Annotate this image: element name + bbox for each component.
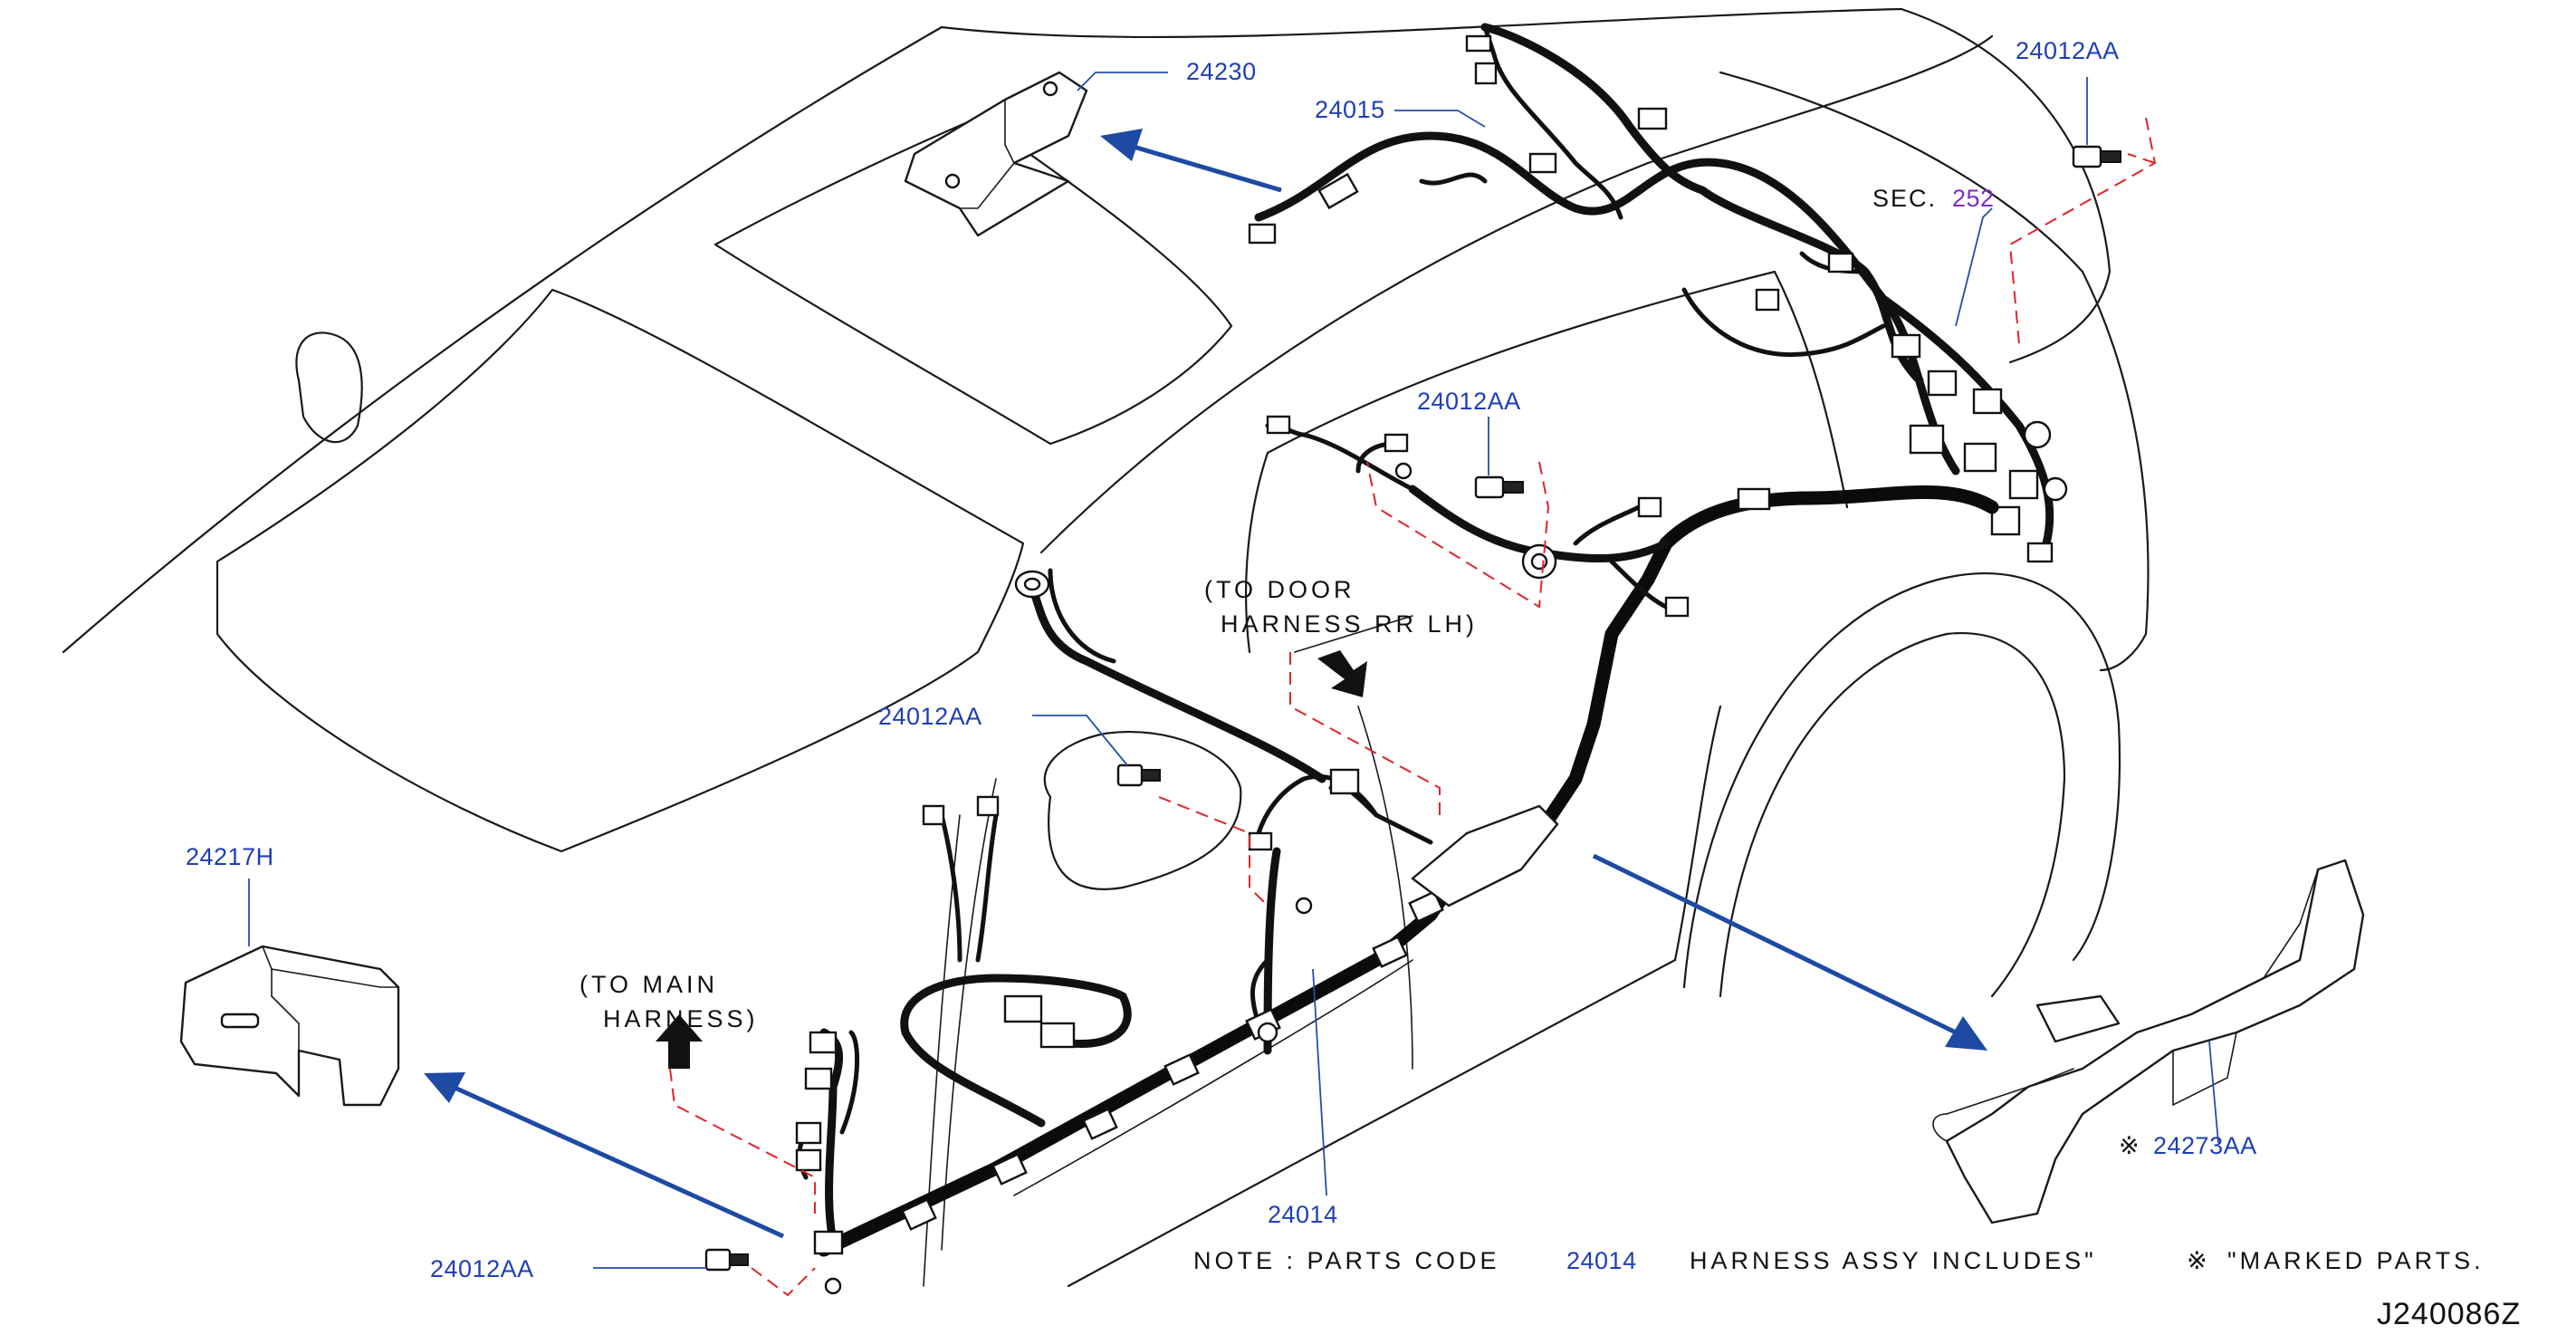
label-sec-252: 252 (1952, 185, 1995, 212)
label-protector-mark: ※ (2119, 1132, 2140, 1159)
leader-lines (248, 72, 2219, 1269)
diagram-code: J240086Z (2377, 1297, 2521, 1331)
arrow-to-bracket-24230 (1100, 129, 1282, 193)
bolt-left-mid (1116, 763, 1161, 787)
label-24217H: 24217H (186, 843, 274, 870)
label-24230: 24230 (1186, 58, 1257, 85)
arrow-to-cover-24217H (424, 1072, 785, 1239)
protector-24273AA (1932, 859, 2365, 1224)
note-mark: ※ (2187, 1247, 2207, 1274)
label-24012AA-bottom-left: 24012AA (430, 1255, 534, 1282)
harness-24015 (1248, 23, 2068, 563)
label-24012AA-mid: 24012AA (1417, 388, 1521, 415)
label-door-line1: (TO DOOR (1204, 576, 1355, 603)
car-body-outline (62, 7, 2150, 1288)
label-24015: 24015 (1315, 96, 1385, 123)
bolt-top-right (2072, 145, 2121, 168)
note-middle: HARNESS ASSY INCLUDES" (1690, 1247, 2097, 1274)
label-24273AA: 24273AA (2153, 1132, 2257, 1159)
cover-24217H (179, 945, 400, 1107)
bolt-mid (1474, 475, 1524, 499)
arrow-to-protector-24273AA (1592, 853, 1987, 1051)
note-suffix: "MARKED PARTS. (2227, 1247, 2485, 1274)
label-main-line2: HARNESS) (603, 1005, 759, 1032)
note-code: 24014 (1566, 1247, 1637, 1274)
dashed-reference-lines (669, 117, 2157, 1297)
bolt-bottom-left (704, 1248, 749, 1272)
label-main-line1: (TO MAIN (579, 971, 718, 998)
main-harness-direction-arrow (656, 1014, 703, 1069)
label-24012AA-top-right: 24012AA (2016, 37, 2120, 64)
bracket-24230 (904, 71, 1088, 237)
harness-24014 (795, 415, 1999, 1295)
label-24014: 24014 (1268, 1201, 1338, 1228)
label-24012AA-left-mid: 24012AA (878, 703, 982, 730)
label-door-line2: HARNESS RR LH) (1221, 610, 1478, 638)
label-sec: SEC. (1872, 185, 1937, 212)
door-direction-arrow (1317, 650, 1367, 697)
note-prefix: NOTE : PARTS CODE (1193, 1247, 1500, 1274)
